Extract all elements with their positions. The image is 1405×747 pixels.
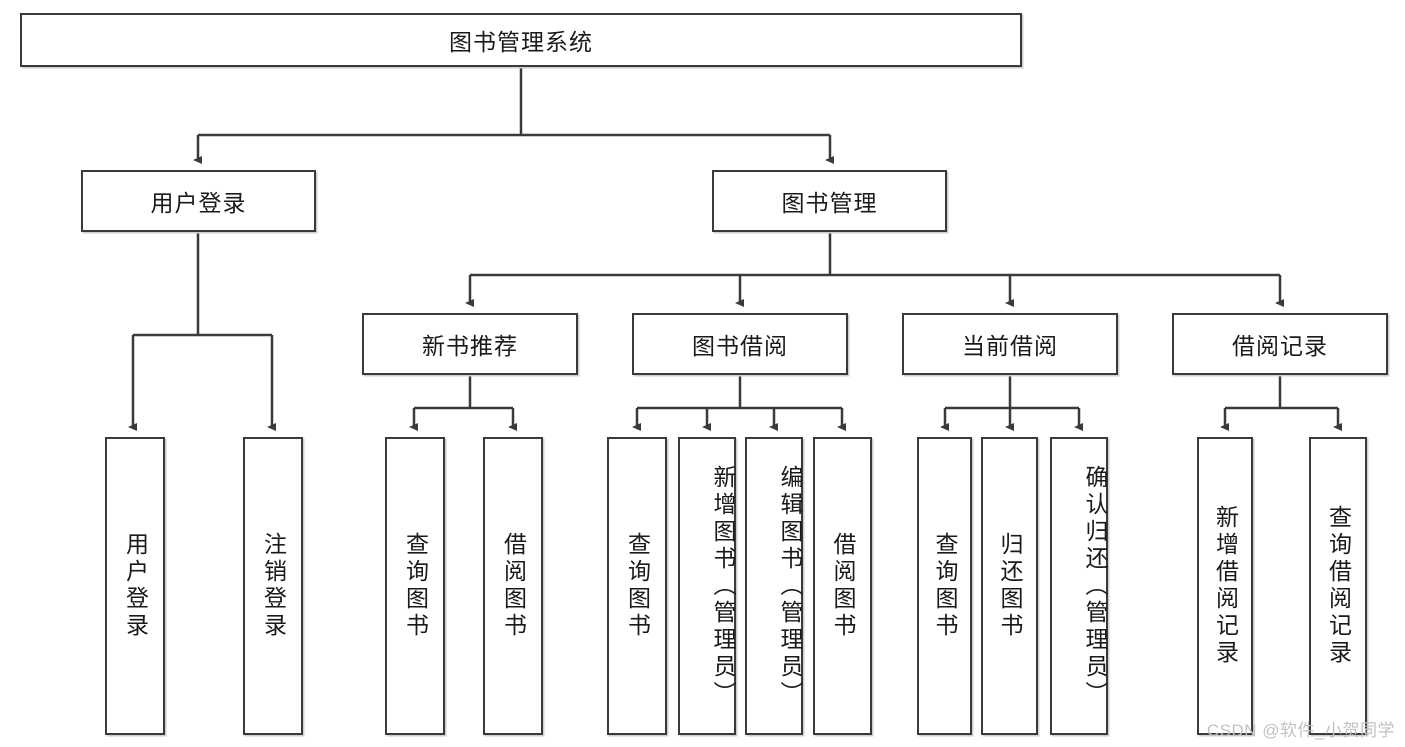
node-label: 编辑图书（管理员） <box>777 464 803 708</box>
leaf-user-login-login[interactable]: 用户登录 <box>105 437 165 735</box>
node-label: 查询图书 <box>624 532 651 640</box>
node-book-management[interactable]: 图书管理 <box>712 170 947 232</box>
node-label: 新书推荐 <box>422 333 518 359</box>
node-label: 借阅图书 <box>830 532 856 640</box>
node-book-borrow[interactable]: 图书借阅 <box>632 313 848 375</box>
leaf-new-book-query-book[interactable]: 查询图书 <box>385 437 445 735</box>
leaf-borrow-record-query-record[interactable]: 查询借阅记录 <box>1309 437 1367 735</box>
node-new-book-recommend[interactable]: 新书推荐 <box>362 313 578 375</box>
node-root-book-management-system[interactable]: 图书管理系统 <box>20 13 1022 67</box>
leaf-book-borrow-edit-book-admin[interactable]: 编辑图书（管理员） <box>745 437 803 735</box>
node-label: 注销登录 <box>260 532 287 640</box>
node-label: 图书管理 <box>781 190 878 216</box>
node-label: 借阅图书 <box>500 532 527 640</box>
node-borrow-record[interactable]: 借阅记录 <box>1172 313 1388 375</box>
leaf-user-login-logout[interactable]: 注销登录 <box>243 437 303 735</box>
node-label: 借阅记录 <box>1232 333 1328 359</box>
leaf-book-borrow-borrow-book[interactable]: 借阅图书 <box>813 437 872 735</box>
node-label: 图书借阅 <box>692 333 788 359</box>
leaf-borrow-record-add-record[interactable]: 新增借阅记录 <box>1197 437 1253 735</box>
csdn-watermark: CSDN @软件_小贺同学 <box>1206 721 1395 740</box>
leaf-new-book-borrow-book[interactable]: 借阅图书 <box>483 437 543 735</box>
node-label: 查询借阅记录 <box>1325 505 1352 667</box>
leaf-book-borrow-add-book-admin[interactable]: 新增图书（管理员） <box>678 437 736 735</box>
node-label: 查询图书 <box>932 532 958 640</box>
node-label: 用户登录 <box>122 532 149 640</box>
node-label: 当前借阅 <box>962 333 1058 359</box>
node-label: 新增图书（管理员） <box>710 464 736 708</box>
node-user-login[interactable]: 用户登录 <box>81 170 316 232</box>
leaf-current-borrow-query-book[interactable]: 查询图书 <box>917 437 972 735</box>
node-label: 确认归还（管理员） <box>1082 464 1108 708</box>
leaf-book-borrow-query-book[interactable]: 查询图书 <box>607 437 667 735</box>
node-label: 用户登录 <box>150 190 247 216</box>
node-label: 归还图书 <box>997 532 1023 640</box>
leaf-current-borrow-confirm-return-admin[interactable]: 确认归还（管理员） <box>1050 437 1108 735</box>
node-label: 新增借阅记录 <box>1212 505 1239 667</box>
node-label: 图书管理系统 <box>449 29 593 55</box>
node-current-borrow[interactable]: 当前借阅 <box>902 313 1118 375</box>
leaf-current-borrow-return-book[interactable]: 归还图书 <box>981 437 1038 735</box>
node-label: 查询图书 <box>402 532 429 640</box>
